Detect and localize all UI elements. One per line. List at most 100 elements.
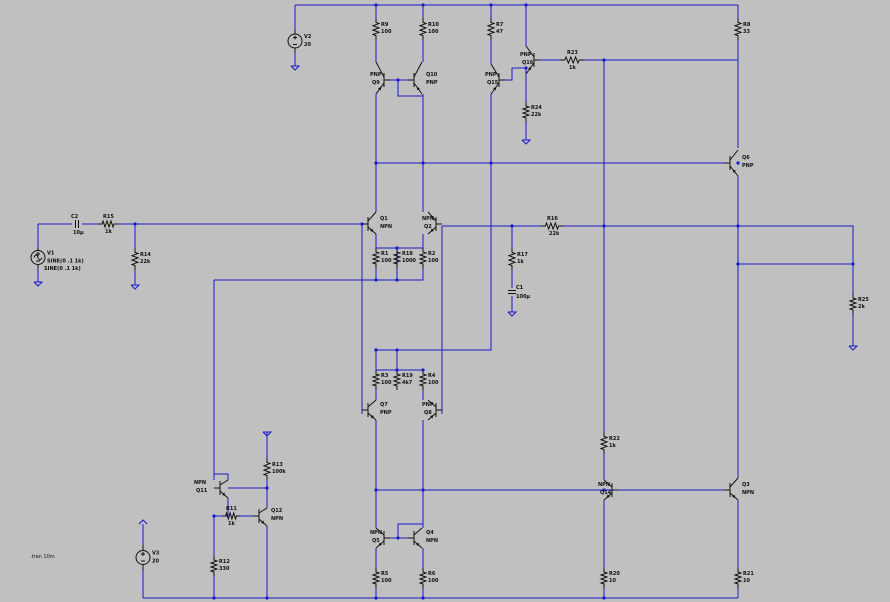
component-name: R12 — [219, 559, 230, 565]
resistor-r8[interactable] — [733, 18, 743, 40]
transistor-q3[interactable] — [724, 477, 739, 501]
component-name: Q11 — [196, 488, 208, 494]
component-value: 100 — [428, 258, 439, 264]
transistor-q11[interactable] — [214, 479, 229, 499]
component-value: 22k — [140, 259, 151, 265]
transistor-q7[interactable] — [362, 399, 377, 421]
transistor-q1[interactable] — [362, 211, 377, 235]
junction-dot — [395, 348, 399, 352]
junction-dot — [395, 278, 399, 282]
resistor-r21[interactable] — [733, 568, 743, 588]
transistor-type: NPN — [422, 216, 434, 222]
resistor-r5[interactable] — [371, 568, 381, 588]
transistor-q9[interactable] — [375, 61, 390, 95]
junction-dot — [489, 161, 493, 165]
transistor-q8[interactable] — [427, 399, 442, 421]
resistor-r16[interactable] — [541, 221, 563, 231]
component-name: R13 — [272, 462, 283, 468]
resistor-r2[interactable] — [418, 248, 428, 268]
resistor-r22[interactable] — [599, 432, 609, 454]
component-value: 1000 — [402, 258, 416, 264]
transistor-q12[interactable] — [253, 507, 268, 527]
component-value: 47 — [496, 29, 503, 35]
component-name: R24 — [531, 105, 542, 111]
voltage-source-v2[interactable] — [287, 30, 303, 52]
component-value: 33 — [743, 29, 750, 35]
resistor-r9[interactable] — [371, 18, 381, 40]
resistor-r1[interactable] — [371, 248, 381, 268]
resistor-r25[interactable] — [848, 294, 858, 314]
resistor-r11[interactable] — [222, 511, 240, 521]
transistor-q2[interactable] — [427, 211, 442, 235]
resistor-r13[interactable] — [262, 458, 272, 480]
component-value: 20 — [304, 42, 311, 48]
resistor-r3[interactable] — [371, 370, 381, 390]
component-name: R10 — [428, 22, 439, 28]
resistor-r4[interactable] — [418, 370, 428, 390]
component-value: 100 — [381, 29, 392, 35]
component-name: C1 — [516, 285, 524, 291]
wires — [37, 4, 854, 599]
component-value: 4k7 — [402, 380, 413, 386]
ground-symbol — [507, 311, 518, 317]
component-name: R1 — [381, 251, 389, 257]
transistor-q5[interactable] — [375, 527, 390, 549]
resistor-r15[interactable] — [98, 219, 118, 229]
component-name: C2 — [71, 214, 79, 220]
component-name: Q9 — [372, 80, 380, 86]
component-value: 100µ — [516, 294, 530, 300]
resistor-r17[interactable] — [507, 248, 517, 270]
transistor-q14[interactable] — [603, 479, 618, 501]
component-value: 10µ — [73, 230, 84, 236]
resistor-r23[interactable] — [560, 55, 584, 65]
component-value: 100 — [381, 258, 392, 264]
resistor-r6[interactable] — [418, 568, 428, 588]
component-name: Q2 — [424, 224, 432, 230]
resistor-r14[interactable] — [130, 248, 140, 270]
transistor-q6[interactable] — [724, 149, 739, 177]
resistor-r7[interactable] — [486, 18, 496, 40]
junction-dot — [396, 536, 400, 540]
capacitor-c1[interactable] — [508, 290, 516, 294]
components — [30, 18, 859, 588]
resistor-r24[interactable] — [521, 102, 531, 122]
junction-dot — [374, 3, 378, 7]
component-value: 100k — [272, 469, 286, 475]
ground-symbol — [130, 284, 141, 290]
capacitor-c2[interactable] — [75, 220, 79, 228]
transistor-type: PNP — [422, 402, 434, 408]
resistor-r10[interactable] — [418, 18, 428, 40]
junction-dot — [524, 3, 528, 7]
component-value: 10 — [609, 578, 616, 584]
component-name: V3 — [152, 551, 160, 557]
junction-dot — [133, 222, 137, 226]
component-name: R11 — [226, 506, 237, 512]
resistor-r18[interactable] — [392, 248, 402, 268]
component-name: Q15 — [487, 80, 499, 86]
transistor-q10[interactable] — [408, 61, 423, 95]
junction-dot — [421, 3, 425, 7]
component-name: R20 — [609, 571, 620, 577]
wire — [228, 480, 268, 489]
sim-directive: .tran 10m — [30, 554, 55, 560]
component-value: 1k — [609, 443, 616, 449]
component-value: 100 — [381, 578, 392, 584]
junctions — [133, 3, 855, 600]
transistor-type: NPN — [742, 490, 754, 496]
component-value: 100 — [428, 29, 439, 35]
transistor-q16[interactable] — [525, 45, 540, 75]
voltage-source-v3[interactable] — [135, 545, 151, 570]
voltage-source-v1[interactable] — [30, 247, 46, 268]
ground-symbol — [33, 281, 44, 287]
junction-dot — [374, 596, 378, 600]
component-value: 22k — [549, 231, 560, 237]
transistor-q15[interactable] — [490, 63, 505, 95]
resistor-r19[interactable] — [392, 370, 402, 390]
resistor-r12[interactable] — [209, 556, 219, 576]
transistor-q4[interactable] — [408, 527, 423, 549]
component-value: SINE(0 .1 1k) — [47, 259, 84, 265]
wire — [563, 225, 854, 294]
resistor-r20[interactable] — [599, 568, 609, 588]
junction-dot — [421, 368, 425, 372]
